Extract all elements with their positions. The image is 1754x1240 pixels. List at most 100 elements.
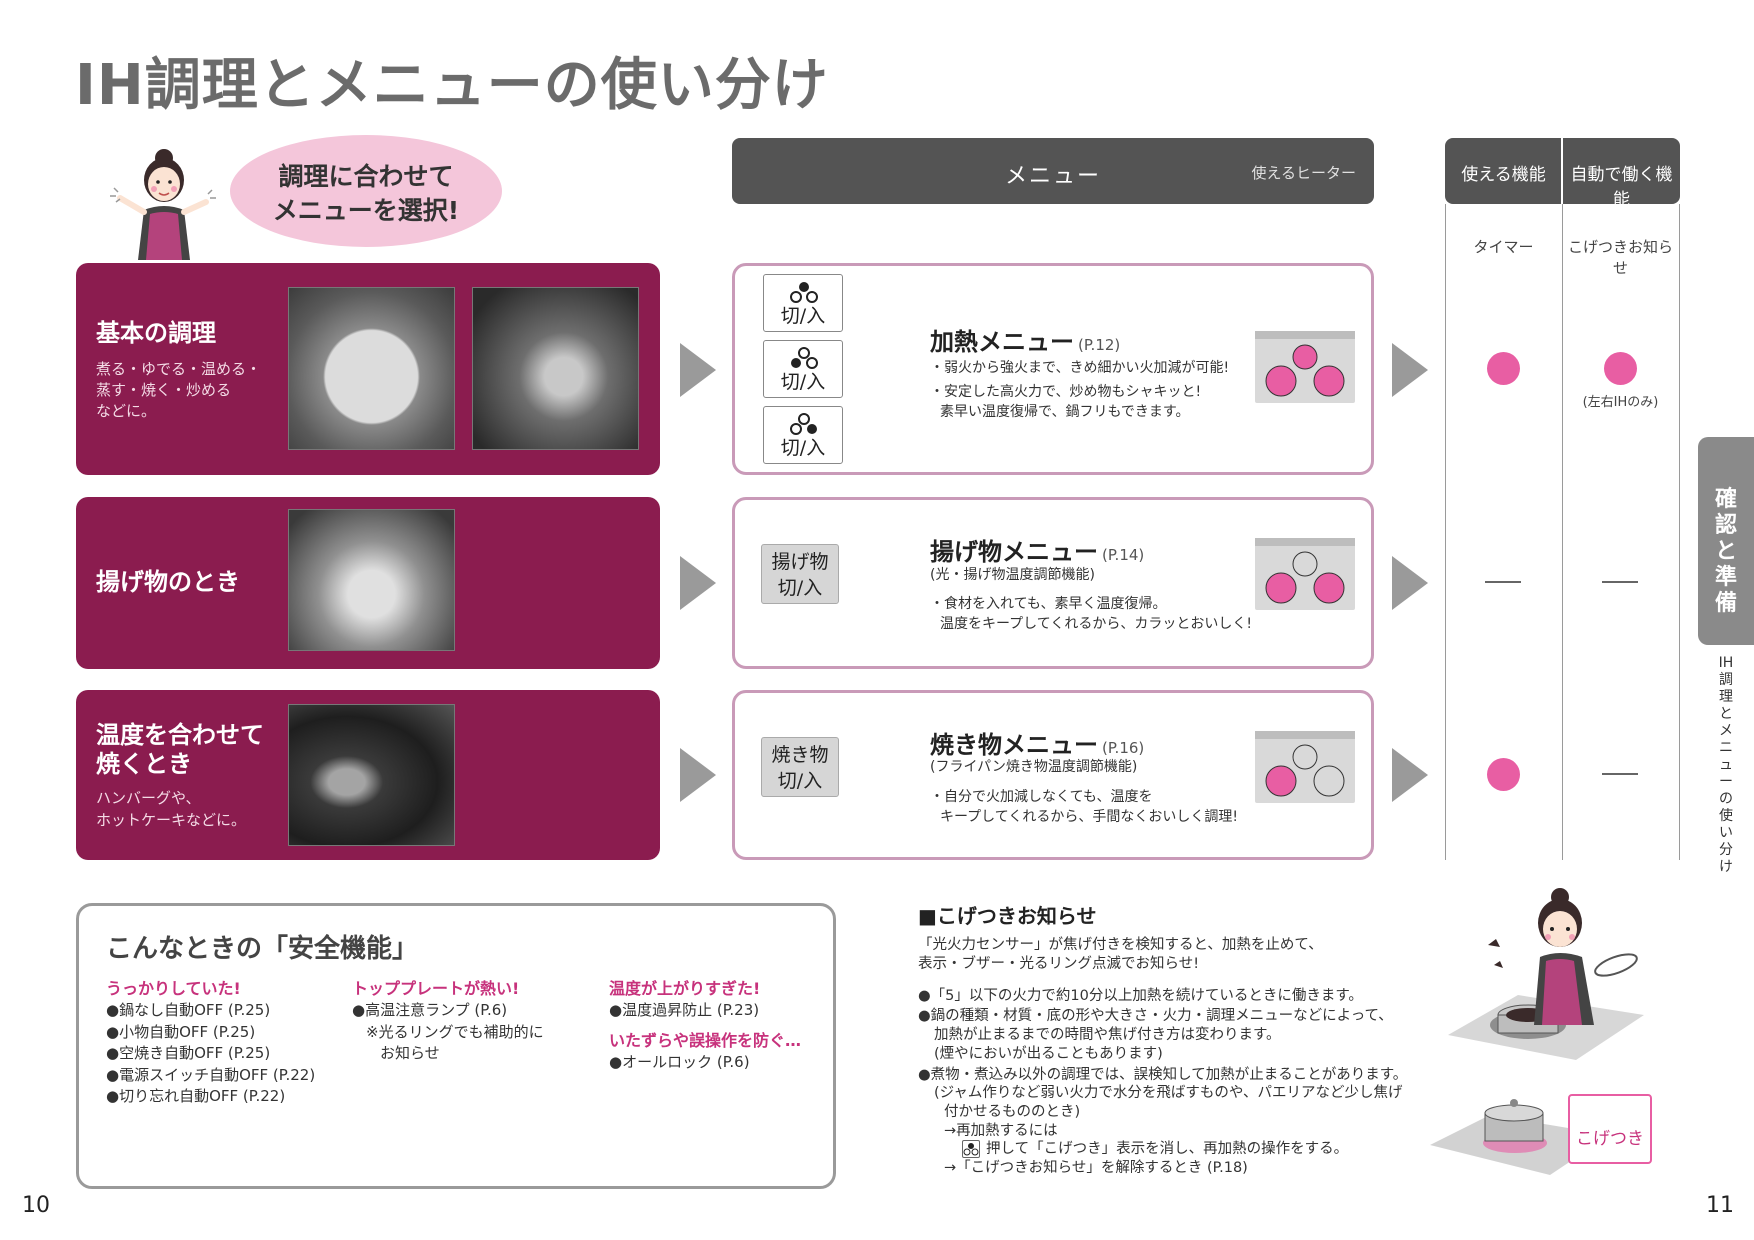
stir-fry-photo (472, 287, 639, 450)
kogetsuki-badge-label: こげつき (1576, 1129, 1644, 1149)
menu-page-ref: (P.12) (1078, 336, 1121, 354)
menu-description: ・食材を入れても、素早く温度復帰。 (930, 596, 1167, 612)
girl-illustration (110, 149, 216, 260)
menu-description: ・自分で火加減しなくても、温度を (930, 789, 1153, 805)
safety-group: いたずらや誤操作を防ぐ… ●オールロック (P.6) (609, 1030, 801, 1074)
function-header: 使える機能 自動で働く機能 (1445, 138, 1680, 210)
arrow-right-icon (680, 748, 716, 802)
hamburger-photo (288, 704, 455, 846)
category-heading: 焼くとき (96, 750, 192, 778)
safety-item: ●電源スイッチ自動OFF (P.22) (106, 1065, 316, 1084)
kogetsuki-button-icon (962, 1140, 980, 1158)
deep-fry-photo (288, 509, 455, 651)
menu-name: 加熱メニュー(P.12) (930, 322, 1120, 357)
menu-header: メニュー 使えるヒーター (732, 138, 1374, 204)
category-description: ホットケーキなどに。 (96, 811, 247, 829)
heater-on-off-button-right[interactable]: 切/入 (763, 406, 843, 464)
grill-menu-box: 焼き物 切/入 焼き物メニュー(P.16) (フライパン焼き物温度調節機能) ・… (732, 690, 1374, 860)
menu-name: 揚げ物メニュー(P.14) (930, 532, 1144, 567)
button-label: 切/入 (780, 437, 826, 459)
grill-button[interactable]: 焼き物 切/入 (761, 737, 839, 797)
safety-item: ●オールロック (P.6) (609, 1053, 750, 1071)
column-line (1679, 204, 1680, 860)
cooktop-icon (1265, 551, 1345, 604)
safety-item: ●空焼き自動OFF (P.25) (106, 1044, 271, 1062)
safety-item: ●鍋なし自動OFF (P.25) (106, 1001, 271, 1019)
kogetsuki-text: →再加熱するには (944, 1123, 1058, 1139)
safety-title: こんなときの「安全機能」 (106, 934, 419, 964)
speech-bubble: 調理に合わせて メニューを選択! (230, 135, 502, 247)
category-basic-cooking: 基本の調理 煮る・ゆでる・温める・ 蒸す・焼く・炒める などに。 (76, 263, 660, 475)
kogetsuki-title: ■こげつきお知らせ (918, 904, 1097, 928)
timer-available-dot (1487, 758, 1520, 791)
category-heading: 温度を合わせて (96, 721, 264, 749)
menu-description: ・弱火から強火まで、きめ細かい火加減が可能! (930, 360, 1230, 376)
burner-right-icon (790, 413, 817, 435)
menu-description: キープしてくれるから、手間なくおいしく調理! (940, 809, 1238, 825)
cooktop-icon (1265, 344, 1345, 397)
vertical-section-title: IH調理とメニューの使い分け (1718, 655, 1734, 875)
heater-diagram-top (1255, 331, 1355, 339)
kogetsuki-text: 付かせるもののとき) (944, 1104, 1081, 1120)
menu-header-title: メニュー (1004, 164, 1101, 189)
menu-name-text: 加熱メニュー (930, 328, 1074, 356)
page-title: IH調理とメニューの使い分け (75, 53, 829, 118)
menu-name-text: 焼き物メニュー (930, 731, 1098, 759)
safety-group-heading: 温度が上がりすぎた! (609, 979, 761, 998)
usable-function-label: 使える機能 (1461, 165, 1546, 185)
safety-item: ●高温注意ランプ (P.6) (352, 1001, 508, 1019)
timer-column-label: タイマー (1473, 238, 1534, 256)
column-line (1445, 204, 1446, 860)
menu-description: 素早い温度復帰で、鍋フリもできます。 (940, 404, 1190, 420)
kogetsuki-text: 表示・ブザー・光るリング点滅でお知らせ! (918, 956, 1200, 972)
arrow-right-icon (680, 556, 716, 610)
arrow-right-icon (680, 343, 716, 397)
safety-item: ●温度過昇防止 (P.23) (609, 1001, 760, 1019)
not-available-dash (1485, 581, 1521, 583)
category-description: ハンバーグや、 (96, 789, 201, 807)
left-right-ih-note: (左右IHのみ) (1582, 395, 1659, 410)
menu-description: ・安定した高火力で、炒め物もシャキッと! (930, 384, 1202, 400)
heater-diagram (1255, 538, 1355, 610)
not-available-dash (1602, 773, 1638, 775)
kogetsuki-text: 押して「こげつき」表示を消し、再加熱の操作をする。 (986, 1141, 1349, 1157)
kogetsuki-text: 「光火力センサー」が焦げ付きを検知すると、加熱を止めて、 (918, 937, 1323, 953)
menu-page-ref: (P.16) (1102, 739, 1145, 757)
timer-available-dot (1487, 352, 1520, 385)
button-label: 焼き物 (771, 744, 829, 766)
bubble-line-1: 調理に合わせて (278, 162, 454, 191)
safety-group: 温度が上がりすぎた! ●温度過昇防止 (P.23) (609, 978, 760, 1022)
category-description: 蒸す・焼く・炒める (96, 381, 232, 399)
kogetsuki-text: ●鍋の種類・材質・底の形や大きさ・火力・調理メニューなどによって、 (918, 1008, 1393, 1024)
not-available-dash (1602, 581, 1638, 583)
menu-name: 焼き物メニュー(P.16) (930, 725, 1144, 760)
kogetsuki-text: ●「5」以下の火力で約10分以上加熱を続けているときに働きます。 (918, 988, 1363, 1004)
category-deep-frying: 揚げ物のとき (76, 497, 660, 669)
category-heading: 基本の調理 (96, 319, 216, 347)
heater-diagram (1255, 731, 1355, 803)
burner-left-icon (791, 347, 818, 369)
heater-on-off-button-top[interactable]: 切/入 (763, 274, 843, 332)
heating-menu-box: 切/入 切/入 切/入 加熱メニュー(P.12) ・弱火から強火まで、きめ細かい… (732, 263, 1374, 475)
safety-group: トッププレートが熱い! ●高温注意ランプ (P.6) ※光るリングでも補助的に … (352, 978, 544, 1065)
section-side-tab[interactable]: 確認と準備 (1698, 437, 1754, 645)
safety-group-heading: うっかりしていた! (106, 979, 241, 998)
safety-group: うっかりしていた! ●鍋なし自動OFF (P.25) ●小物自動OFF (P.2… (106, 978, 315, 1108)
safety-item: ●切り忘れ自動OFF (P.22) (106, 1087, 286, 1105)
side-tab-label: 確認と準備 (1714, 487, 1737, 616)
column-line (1562, 204, 1563, 860)
heater-on-off-button-left[interactable]: 切/入 (763, 340, 843, 398)
safety-functions-box: こんなときの「安全機能」 うっかりしていた! ●鍋なし自動OFF (P.25) … (76, 903, 836, 1189)
heater-diagram-top (1255, 538, 1355, 546)
menu-name-text: 揚げ物メニュー (930, 538, 1098, 566)
kogetsuki-text: (煙やにおいが出ることもあります) (934, 1046, 1163, 1062)
deep-fry-button[interactable]: 揚げ物 切/入 (761, 544, 839, 604)
button-label: 切/入 (780, 371, 826, 393)
bubble-line-2: メニューを選択! (272, 196, 460, 225)
menu-page-ref: (P.14) (1102, 546, 1145, 564)
deep-fry-menu-box: 揚げ物 切/入 揚げ物メニュー(P.14) (光・揚げ物温度調節機能) ・食材を… (732, 497, 1374, 669)
page-number-right: 11 (1706, 1193, 1734, 1218)
button-label: 切/入 (777, 770, 823, 792)
menu-subtitle: (フライパン焼き物温度調節機能) (930, 759, 1138, 775)
kogetsuki-available-dot (1604, 352, 1637, 385)
